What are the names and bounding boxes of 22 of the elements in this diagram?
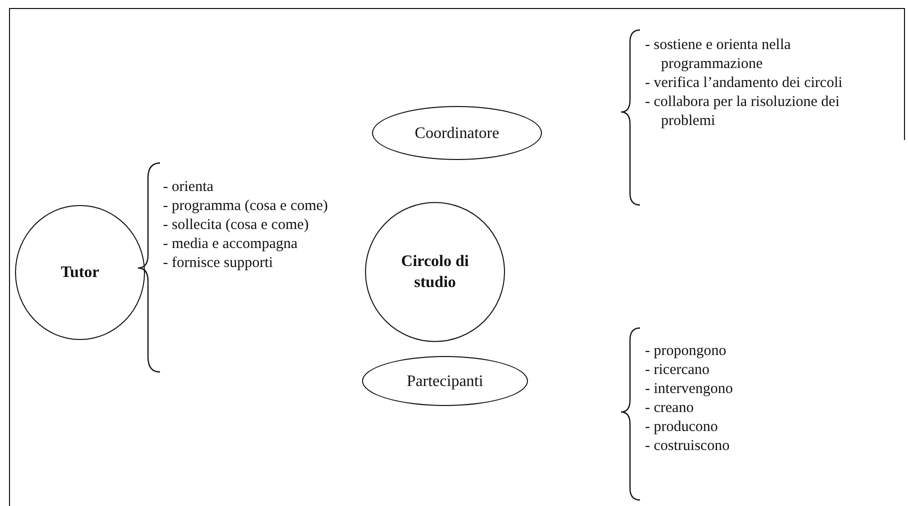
list-item: - intervengono xyxy=(645,380,734,399)
list-item: - orienta xyxy=(163,178,214,197)
list-item: - fornisce supporti xyxy=(163,254,274,273)
list-item: - ricercano xyxy=(645,361,711,380)
node-label: Coordinatore xyxy=(414,124,500,144)
list-item: - creano xyxy=(645,399,695,418)
node-label: Tutor xyxy=(60,263,100,283)
list-item: - programma (cosa e come) xyxy=(163,197,329,216)
list-item: - producono xyxy=(645,418,719,437)
list-item: - collabora per la risoluzione dei problemi xyxy=(645,93,841,131)
list-item: - sollecita (cosa e come) xyxy=(163,216,310,235)
oval-node xyxy=(372,106,542,160)
oval-node xyxy=(365,202,505,342)
oval-node xyxy=(362,356,528,406)
list-item: - verifica l’andamento dei circoli xyxy=(645,74,844,93)
node-label: Circolo di studio xyxy=(400,252,470,293)
node-label: Partecipanti xyxy=(406,372,484,392)
list-item: - propongono xyxy=(645,342,728,361)
list-item: - sostiene e orienta nella programmazione xyxy=(645,36,792,74)
oval-node xyxy=(15,205,145,340)
list-item: - media e accompagna xyxy=(163,235,299,254)
list-item: - costruiscono xyxy=(645,437,731,456)
